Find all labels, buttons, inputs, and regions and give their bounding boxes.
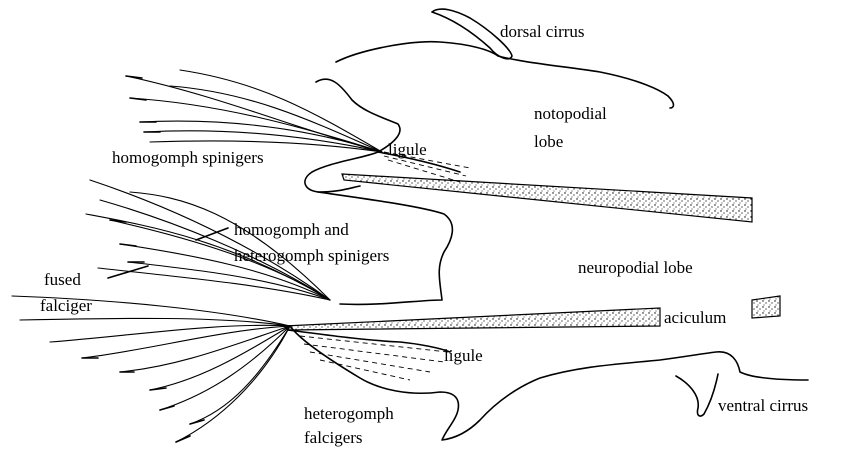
label-ventral-cirrus: ventral cirrus	[718, 396, 808, 416]
label-homogomph-spinigers: homogomph spinigers	[112, 148, 264, 168]
homogomph-spinigers-bundle	[126, 70, 382, 152]
label-heterogomph-1: heterogomph	[304, 404, 394, 424]
label-homo-hetero-1: homogomph and	[234, 220, 349, 240]
label-fused-2: falciger	[40, 296, 92, 316]
leader-fused-falciger	[108, 266, 148, 278]
heterogomph-falcigers-bundle	[12, 296, 290, 442]
label-aciculum: aciculum	[664, 308, 726, 328]
label-fused-1: fused	[44, 270, 81, 290]
label-dorsal-cirrus: dorsal cirrus	[500, 22, 585, 42]
label-notopodial-2: lobe	[534, 132, 563, 152]
label-ligule-upper: ligule	[388, 140, 427, 160]
label-ligule-lower: ligule	[444, 346, 483, 366]
aciculum-tip	[752, 296, 780, 318]
ventral-cirrus-shape	[676, 374, 718, 416]
label-homo-hetero-2: heterogomph spinigers	[234, 246, 389, 266]
label-heterogomph-2: falcigers	[304, 428, 363, 448]
upper-aciculum	[342, 174, 752, 222]
lower-ligule-dashes	[300, 336, 448, 380]
mixed-spinigers-bundle	[86, 180, 330, 300]
label-notopodial-1: notopodial	[534, 104, 607, 124]
notopodial-lobe-outline	[336, 42, 674, 108]
label-neuropodial-lobe: neuropodial lobe	[578, 258, 693, 278]
lower-aciculum	[284, 308, 660, 330]
lower-ligule-shape	[288, 330, 450, 352]
